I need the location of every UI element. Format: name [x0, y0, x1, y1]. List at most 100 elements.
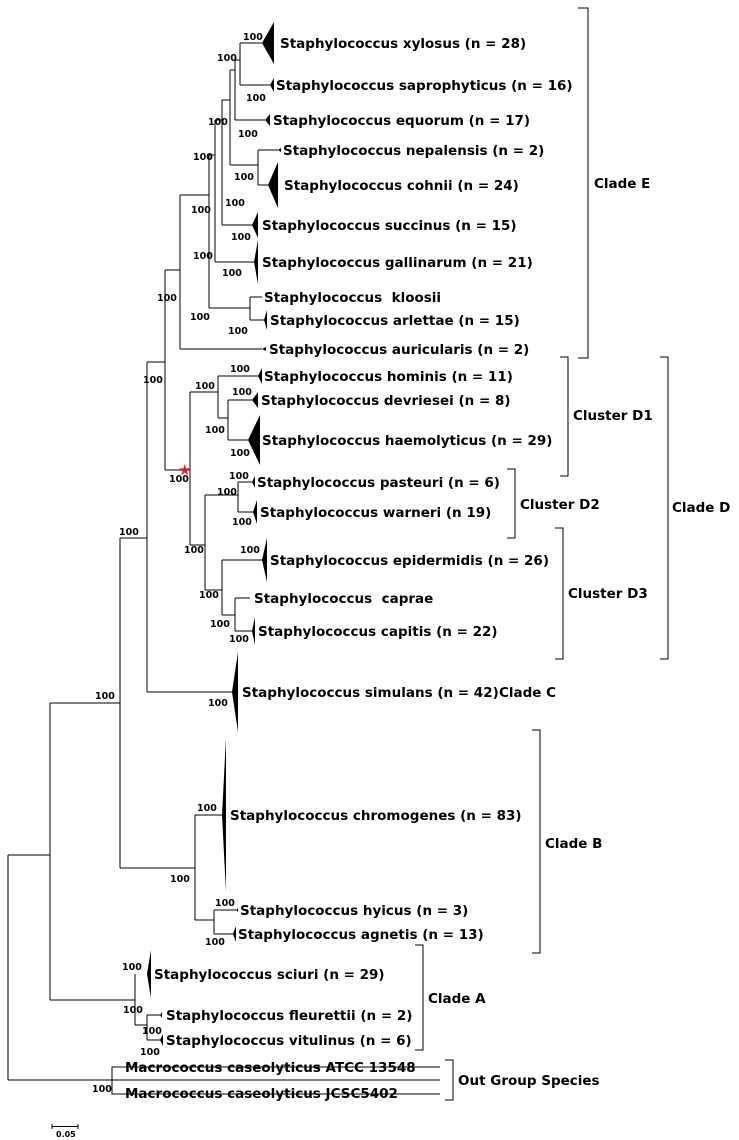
support-value: 100: [205, 425, 225, 436]
support-value: 100: [184, 545, 204, 556]
triangle-saprophyticus: [270, 78, 274, 92]
triangle-sciuri: [147, 950, 151, 998]
taxon-label: Staphylococcus sciuri (n = 29): [154, 967, 385, 983]
triangle-simulans: [232, 652, 238, 732]
support-value: 100: [217, 53, 237, 64]
support-value: 100: [119, 527, 139, 538]
taxon-label: Staphylococcus saprophyticus (n = 16): [276, 78, 573, 94]
support-value: 100: [193, 251, 213, 262]
support-value: 100: [225, 198, 245, 209]
support-value: 100: [238, 129, 258, 140]
taxon-label: Staphylococcus haemolyticus (n = 29): [262, 433, 552, 449]
triangle-capitis: [252, 617, 255, 645]
taxon-label: Staphylococcus arlettae (n = 15): [270, 313, 520, 329]
support-value: 100: [208, 698, 228, 709]
support-value: 100: [143, 375, 163, 386]
clade-a-label: Clade A: [428, 991, 486, 1007]
triangle-cohnii: [268, 162, 278, 208]
support-value: 100: [230, 448, 250, 459]
taxon-label: Staphylococcus auricularis (n = 2): [269, 342, 529, 358]
taxon-label: Macrococcus caseolyticus ATCC 13548: [125, 1060, 416, 1076]
triangle-epidermidis: [262, 538, 267, 582]
tree-branches: [7, 42, 440, 1095]
taxon-label: Staphylococcus gallinarum (n = 21): [262, 255, 533, 271]
support-value: 100: [230, 364, 250, 375]
taxon-label: Staphylococcus vitulinus (n = 6): [166, 1033, 412, 1049]
support-value: 100: [222, 268, 242, 279]
triangle-devriesei: [252, 392, 258, 408]
triangle-pasteuri: [252, 476, 255, 488]
taxon-label: Staphylococcus warneri (n 19): [260, 505, 491, 521]
taxon-label: Staphylococcus devriesei (n = 8): [261, 393, 511, 409]
triangle-agnetis: [233, 926, 236, 942]
triangle-haemolyticus: [248, 415, 260, 465]
bracket-clade-d: [660, 356, 669, 660]
triangle-equorum: [265, 114, 270, 126]
support-value: 100: [169, 474, 189, 485]
taxon-label: Staphylococcus caprae: [254, 591, 433, 607]
star-icon: ★: [178, 461, 191, 479]
support-value: 100: [228, 326, 248, 337]
support-value: 100: [217, 487, 237, 498]
support-value: 100: [234, 172, 254, 183]
support-value: 100: [232, 387, 252, 398]
bracket-outgroup: [445, 1059, 454, 1101]
triangle-chromogenes: [222, 738, 226, 892]
support-value: 100: [157, 293, 177, 304]
bootstrap-values: 100 100 100 100 100 100 100 100 100 100 …: [92, 32, 266, 1095]
support-value: 100: [140, 1047, 160, 1058]
support-value: 100: [229, 634, 249, 645]
triangle-hyicus: [236, 908, 238, 912]
taxon-label: Staphylococcus fleurettii (n = 2): [166, 1008, 412, 1024]
bracket-clade-e: [578, 7, 589, 359]
clade-b-label: Clade B: [545, 836, 602, 852]
bracket-cluster-d3: [555, 527, 564, 660]
bracket-clade-a: [415, 944, 424, 1051]
support-value: 100: [208, 117, 228, 128]
support-value: 100: [246, 93, 266, 104]
cluster-d1-label: Cluster D1: [573, 408, 653, 424]
triangle-xylosus: [262, 22, 274, 64]
clade-e-label: Clade E: [594, 176, 650, 192]
taxon-label: Staphylococcus agnetis (n = 13): [238, 927, 484, 943]
taxon-label: Staphylococcus succinus (n = 15): [262, 218, 517, 234]
taxon-label: Staphylococcus hominis (n = 11): [264, 369, 513, 385]
group-brackets: [415, 7, 669, 1101]
clade-c-label: Clade C: [499, 685, 556, 701]
support-value: 100: [92, 1084, 112, 1095]
support-value: 100: [190, 312, 210, 323]
support-value: 100: [170, 874, 190, 885]
scale-bar-label: 0.05: [56, 1130, 76, 1139]
support-value: 100: [95, 691, 115, 702]
taxon-label: Staphylococcus hyicus (n = 3): [240, 903, 468, 919]
triangle-nepalensis: [278, 148, 281, 152]
group-labels: Clade E Cluster D1 Cluster D2 Cluster D3…: [428, 176, 730, 1089]
cluster-d2-label: Cluster D2: [520, 497, 600, 513]
support-value: 100: [232, 517, 252, 528]
support-value: 100: [142, 1026, 162, 1037]
support-value: 100: [197, 803, 217, 814]
taxon-label: Staphylococcus xylosus (n = 28): [280, 36, 526, 52]
clade-d-label: Clade D: [672, 500, 730, 516]
support-value: 100: [193, 152, 213, 163]
cluster-d3-label: Cluster D3: [568, 586, 648, 602]
triangle-vitulinus: [160, 1034, 163, 1046]
triangle-warneri: [253, 500, 257, 524]
support-value: 100: [191, 205, 211, 216]
triangle-hominis: [258, 368, 262, 384]
support-value: 100: [122, 962, 142, 973]
taxon-label: Macrococcus caseolyticus JCSC5402: [125, 1086, 398, 1102]
support-value: 100: [123, 1005, 143, 1016]
support-value: 100: [215, 898, 235, 909]
support-value: 100: [231, 232, 251, 243]
support-value: 100: [243, 32, 263, 43]
taxon-label: Staphylococcus pasteuri (n = 6): [257, 475, 500, 491]
taxon-label: Staphylococcus simulans (n = 42): [242, 685, 499, 701]
taxon-label: Staphylococcus epidermidis (n = 26): [270, 553, 549, 569]
support-value: 100: [210, 619, 230, 630]
taxon-labels: Staphylococcus xylosus (n = 28) Staphylo…: [125, 36, 573, 1102]
support-value: 100: [195, 381, 215, 392]
bracket-clade-b: [532, 729, 541, 954]
triangle-gallinarum: [254, 240, 258, 284]
